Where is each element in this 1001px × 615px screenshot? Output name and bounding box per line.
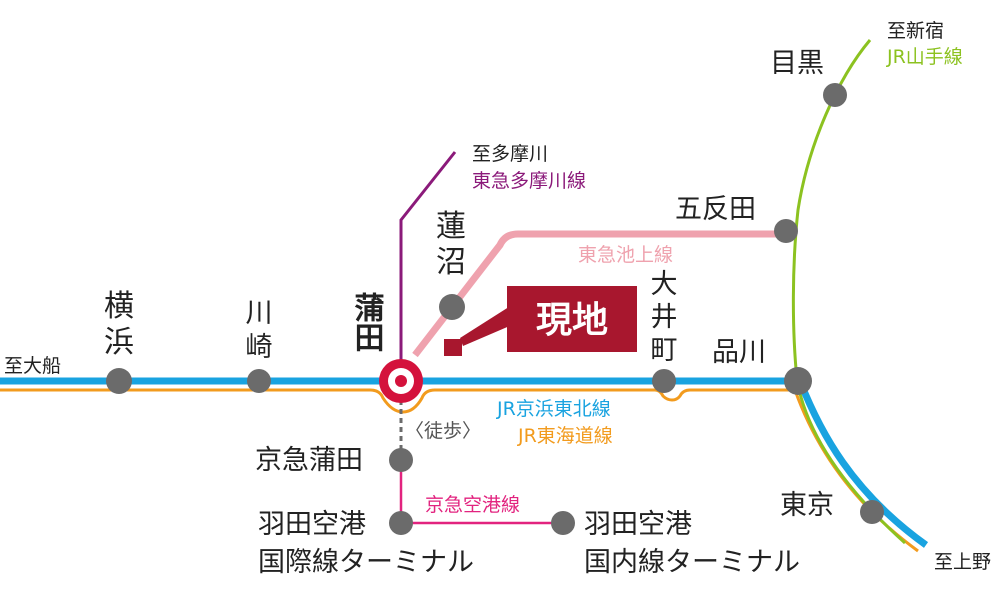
station-label-yokohama-1: 横 bbox=[104, 289, 134, 324]
line-label-ikegami: 東急池上線 bbox=[578, 244, 673, 266]
station-label-haneda-dom-1: 羽田空港 bbox=[584, 509, 692, 540]
station-dot-haneda-dom bbox=[551, 511, 575, 535]
station-dot-haneda-intl bbox=[389, 511, 413, 535]
station-label-haneda-dom-2: 国内線ターミナル bbox=[584, 547, 800, 578]
station-label-yokohama-2: 浜 bbox=[104, 325, 134, 360]
station-label-hasunuma-1: 蓮 bbox=[436, 209, 466, 244]
station-label-oimachi-3: 町 bbox=[651, 335, 678, 366]
station-dot-kawasaki bbox=[247, 369, 271, 393]
station-label-hasunuma-2: 沼 bbox=[436, 245, 466, 280]
station-label-oimachi-1: 大 bbox=[651, 269, 678, 300]
site-pin bbox=[444, 339, 462, 356]
station-marker-kamata-core bbox=[395, 375, 407, 387]
station-label-kamata: 蒲田 bbox=[349, 292, 385, 352]
station-label-meguro: 目黒 bbox=[770, 48, 824, 79]
station-dot-tokyo bbox=[860, 500, 884, 524]
line-label-yamanote: JR山手線 bbox=[886, 46, 963, 68]
site-label: 現地 bbox=[536, 300, 608, 341]
station-dot-keikyu-kamata bbox=[389, 448, 413, 472]
jr-yamanote-line bbox=[791, 39, 907, 545]
station-label-kawasaki-1: 川 bbox=[246, 298, 273, 329]
station-dot-oimachi bbox=[652, 369, 676, 393]
station-dot-yokohama bbox=[106, 368, 132, 394]
destination-ueno: 至上野 bbox=[934, 551, 991, 573]
destination-tamagawa: 至多摩川 bbox=[472, 143, 548, 165]
station-label-haneda-intl-1: 羽田空港 bbox=[258, 509, 366, 540]
tokyu-ikegami-line bbox=[412, 230, 786, 358]
line-label-tamagawa: 東急多摩川線 bbox=[472, 170, 586, 192]
station-label-haneda-intl-2: 国際線ターミナル bbox=[258, 547, 474, 578]
station-dot-gotanda bbox=[774, 219, 798, 243]
station-dot-meguro bbox=[823, 83, 847, 107]
line-label-airport: 京急空港線 bbox=[425, 494, 520, 516]
walk-label: 〈徒歩〉 bbox=[405, 420, 481, 442]
site-pointer bbox=[460, 305, 512, 346]
station-label-keikyu-kamata: 京急蒲田 bbox=[255, 445, 363, 476]
destination-ofuna: 至大船 bbox=[4, 355, 61, 377]
site-box bbox=[507, 286, 637, 352]
station-dot-shinagawa bbox=[784, 367, 812, 395]
line-label-keihin-tohoku: JR京浜東北線 bbox=[496, 398, 611, 420]
jr-tokaido-line bbox=[0, 388, 795, 414]
station-label-kawasaki-2: 崎 bbox=[246, 332, 273, 363]
line-label-tokaido: JR東海道線 bbox=[517, 425, 613, 447]
station-label-shinagawa: 品川 bbox=[712, 337, 766, 368]
station-label-gotanda: 五反田 bbox=[675, 194, 756, 225]
tokyu-tamagawa-line bbox=[399, 151, 457, 373]
destination-shinjuku: 至新宿 bbox=[887, 20, 944, 42]
station-dot-hasunuma bbox=[439, 294, 465, 320]
station-label-tokyo: 東京 bbox=[780, 490, 834, 521]
station-label-oimachi-2: 井 bbox=[651, 302, 678, 333]
